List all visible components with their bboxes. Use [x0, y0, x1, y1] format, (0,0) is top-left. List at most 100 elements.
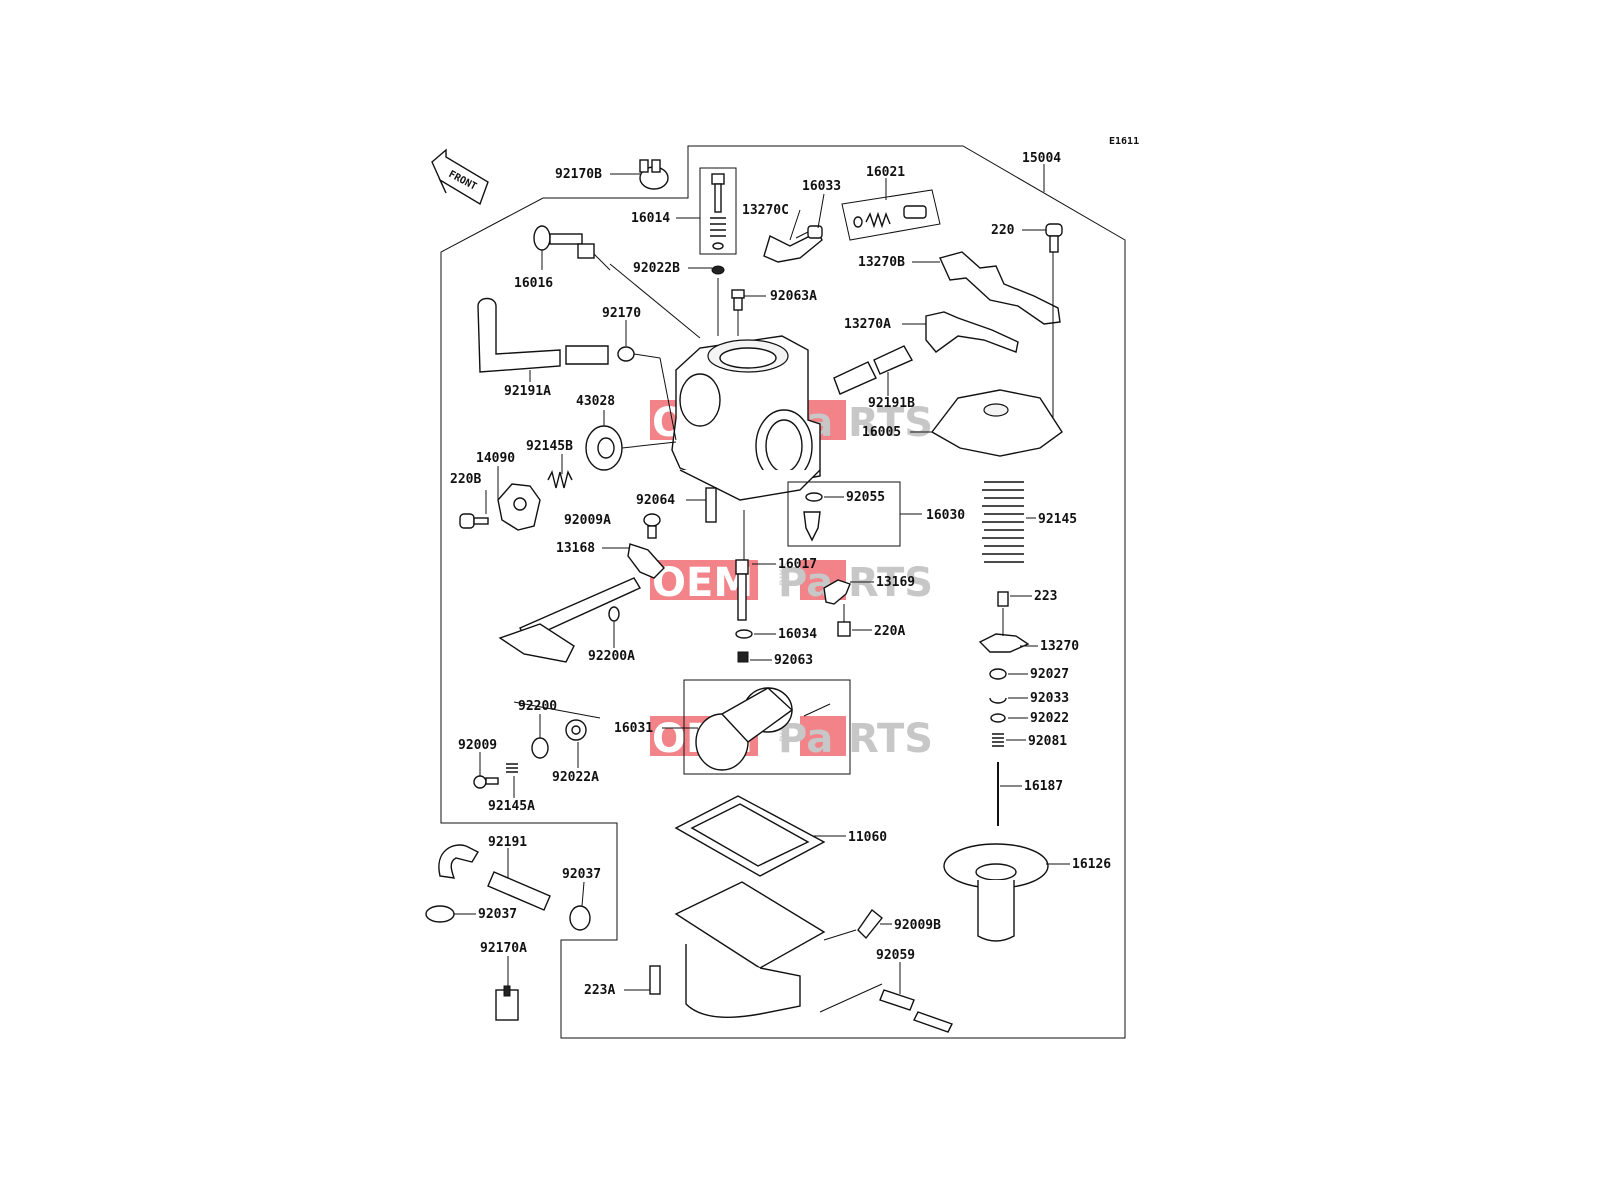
- label-92022: 92022: [1030, 711, 1069, 726]
- part-92009-screw: [473, 775, 499, 789]
- svg-text:BIKE: BIKE: [779, 719, 789, 742]
- label-223A: 223A: [584, 983, 615, 998]
- label-92145: 92145: [1038, 512, 1077, 527]
- part-float-bowl: [674, 881, 826, 1019]
- part-43028-diaphragm-cap: [585, 425, 623, 471]
- label-92064: 92064: [636, 493, 675, 508]
- label-220: 220: [991, 223, 1015, 238]
- part-92145-spring: [982, 481, 1024, 563]
- label-16017: 16017: [778, 557, 817, 572]
- part-13270-plate: [978, 633, 1030, 653]
- label-14090: 14090: [476, 451, 515, 466]
- part-92063-jet: [737, 651, 749, 663]
- part-92200-washer: [531, 737, 549, 759]
- part-16005-top-cover: [930, 389, 1063, 457]
- label-16126: 16126: [1072, 857, 1111, 872]
- label-16031: 16031: [614, 721, 653, 736]
- part-16016-starter-plunger: [533, 225, 611, 271]
- label-92170A: 92170A: [480, 941, 527, 956]
- label-92037-left: 92037: [478, 907, 517, 922]
- label-13270B: 13270B: [858, 255, 905, 270]
- part-shaft-assembly: [498, 577, 642, 663]
- label-13270C: 13270C: [742, 203, 789, 218]
- part-92064-jet: [705, 487, 717, 523]
- part-92022B-washer: [711, 265, 725, 275]
- part-92170A-clamp: [495, 985, 519, 1021]
- label-16030: 16030: [926, 508, 965, 523]
- diagram-code: E1611: [1109, 136, 1139, 147]
- part-92191B-hose: [833, 361, 877, 395]
- part-16034-o-ring: [735, 629, 753, 639]
- svg-text:RTS: RTS: [848, 716, 933, 762]
- label-16005: 16005: [862, 425, 901, 440]
- part-13270C-bracket: [763, 231, 823, 263]
- part-92022A-collar: [565, 719, 587, 741]
- callout-labels: 92170B 16014 13270C 16033 16021 15004 22…: [450, 151, 1111, 998]
- part-16033-screw: [795, 225, 823, 239]
- part-92059-hose: [879, 989, 915, 1011]
- part-92191A-hose: [477, 297, 561, 373]
- part-11060-gasket: [674, 795, 826, 877]
- label-43028: 43028: [576, 394, 615, 409]
- part-220-screw: [1045, 223, 1063, 253]
- label-13270A: 13270A: [844, 317, 891, 332]
- part-92009B-drain-screw: [857, 908, 883, 940]
- part-16031-throttle-assembly: [683, 679, 851, 775]
- part-92027-washer: [989, 668, 1007, 680]
- part-16021-spring-set: [841, 189, 941, 241]
- part-92037-clip-left: [425, 905, 455, 923]
- label-92027: 92027: [1030, 667, 1069, 682]
- label-92200A: 92200A: [588, 649, 635, 664]
- svg-text:RTS: RTS: [848, 400, 933, 446]
- label-92033: 92033: [1030, 691, 1069, 706]
- part-13169-bracket: [823, 579, 851, 605]
- svg-text:RTS: RTS: [848, 560, 933, 606]
- label-16016: 16016: [514, 276, 553, 291]
- label-92191A: 92191A: [504, 384, 551, 399]
- label-11060: 11060: [848, 830, 887, 845]
- part-92033-clip: [989, 697, 1007, 704]
- label-220B: 220B: [450, 472, 481, 487]
- part-16126-vacuum-piston: [943, 843, 1049, 942]
- label-16014: 16014: [631, 211, 670, 226]
- part-92009A-screw: [643, 513, 661, 539]
- front-direction-arrow: FRONT: [431, 148, 489, 206]
- part-13168-bracket: [627, 543, 665, 579]
- label-92009: 92009: [458, 738, 497, 753]
- part-92037-clip-top: [569, 905, 591, 931]
- label-92200: 92200: [518, 699, 557, 714]
- label-92170: 92170: [602, 306, 641, 321]
- part-92022-washer: [990, 713, 1006, 723]
- label-92170B: 92170B: [555, 167, 602, 182]
- assembly-boundary: [440, 145, 1126, 1039]
- part-92145A-spring: [506, 763, 518, 773]
- svg-text:BIKE: BIKE: [779, 563, 789, 586]
- label-92009A: 92009A: [564, 513, 611, 528]
- label-13270: 13270: [1040, 639, 1079, 654]
- part-16014-pilot-screw: [699, 167, 737, 255]
- label-92009B: 92009B: [894, 918, 941, 933]
- label-92081: 92081: [1028, 734, 1067, 749]
- part-92200A-washer: [608, 606, 620, 622]
- label-92022A: 92022A: [552, 770, 599, 785]
- label-16021: 16021: [866, 165, 905, 180]
- part-14090-cover: [497, 483, 541, 531]
- label-13168: 13168: [556, 541, 595, 556]
- part-220A-screw: [837, 621, 851, 637]
- part-220B-screw: [459, 513, 489, 529]
- label-92145B: 92145B: [526, 439, 573, 454]
- part-92063A-jet: [731, 289, 745, 311]
- part-92145B-spring: [547, 469, 573, 489]
- part-13270B-lever: [939, 251, 1061, 325]
- leader-lines: [454, 164, 1070, 1013]
- svg-text:Pa: Pa: [778, 560, 833, 606]
- part-carburetor-body: [671, 335, 821, 501]
- label-92063: 92063: [774, 653, 813, 668]
- label-13169: 13169: [876, 575, 915, 590]
- label-92063A: 92063A: [770, 289, 817, 304]
- label-220A: 220A: [874, 624, 905, 639]
- part-92170B-clamp: [639, 159, 669, 190]
- part-13270A-plate: [925, 311, 1019, 353]
- part-223A-screw: [649, 965, 661, 995]
